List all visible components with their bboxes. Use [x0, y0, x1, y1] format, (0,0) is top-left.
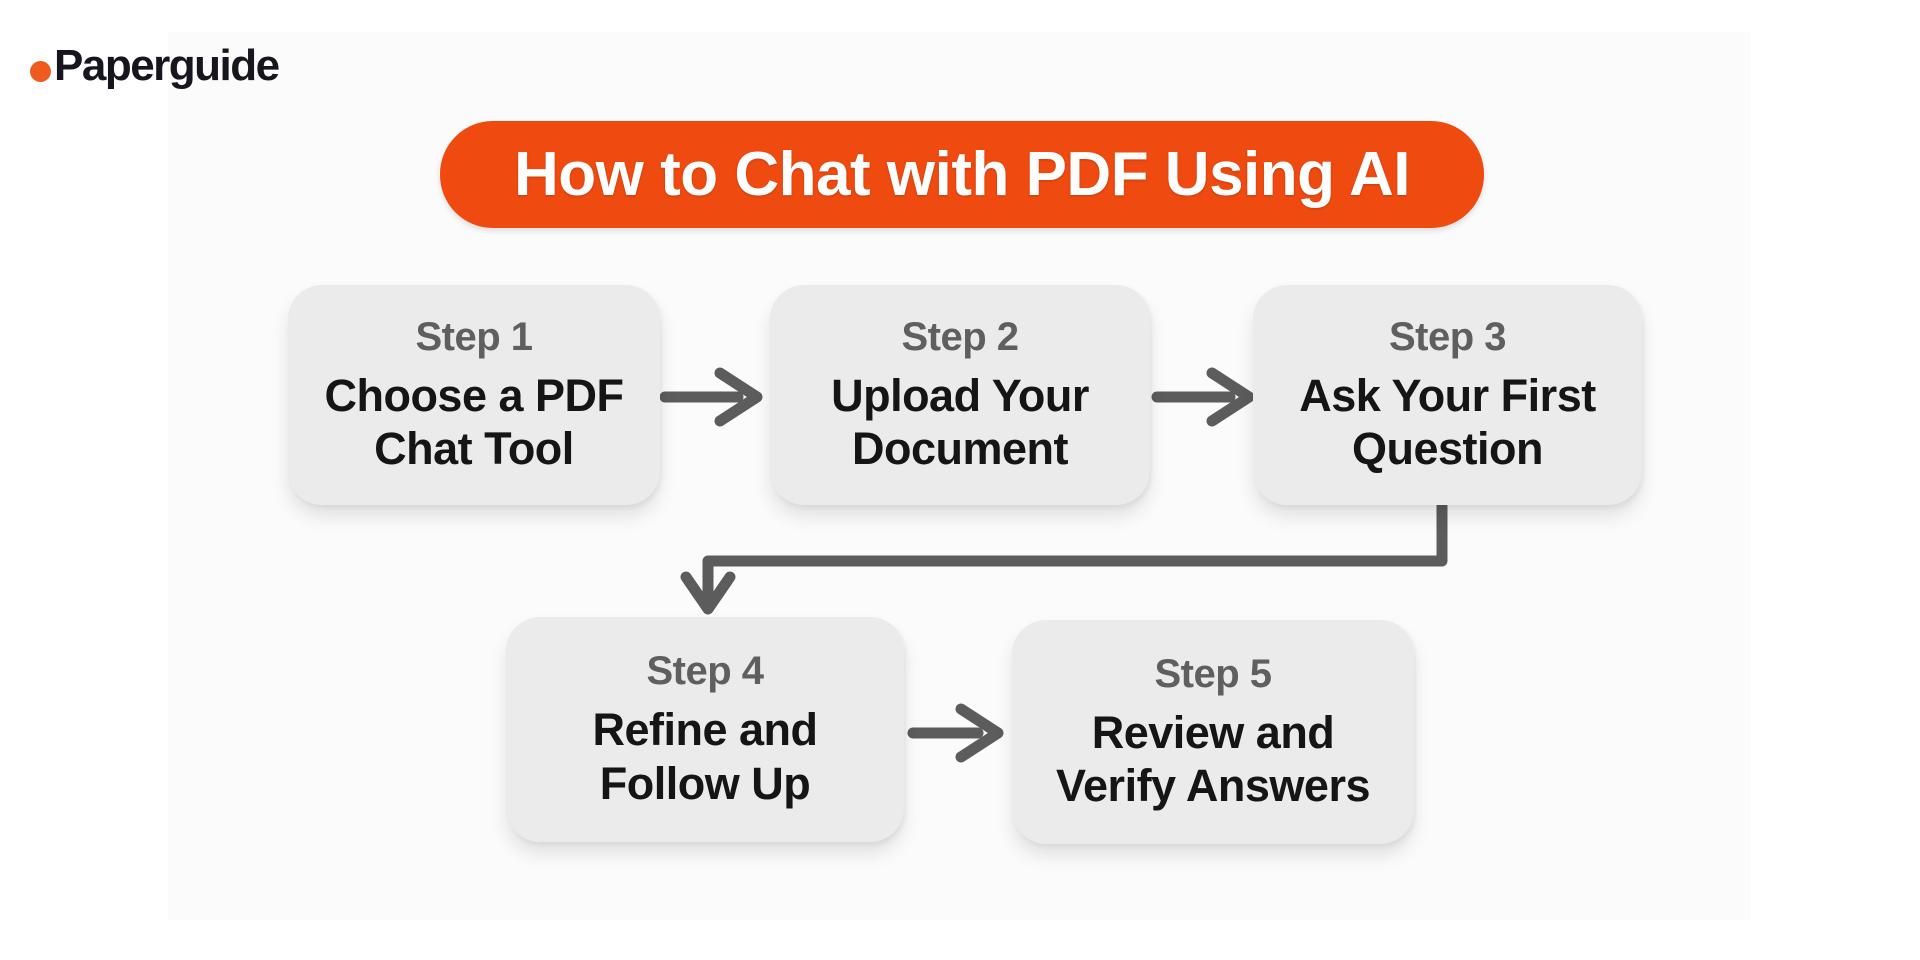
- step-1-text: Choose a PDF Chat Tool: [324, 369, 624, 474]
- page-title: How to Chat with PDF Using AI: [514, 140, 1410, 209]
- step-3-text: Ask Your First Question: [1299, 369, 1596, 474]
- step-box-5: Step 5 Review and Verify Answers: [1012, 620, 1414, 844]
- step-4-label: Step 4: [646, 649, 764, 694]
- title-banner: How to Chat with PDF Using AI: [440, 121, 1484, 228]
- logo-dot-icon: [30, 60, 51, 82]
- step-2-label: Step 2: [901, 314, 1019, 359]
- step-4-text: Refine and Follow Up: [592, 704, 818, 809]
- step-box-1: Step 1 Choose a PDF Chat Tool: [288, 285, 660, 505]
- logo-text: Paperguide: [54, 41, 280, 90]
- step-5-label: Step 5: [1154, 651, 1272, 696]
- step-box-3: Step 3 Ask Your First Question: [1253, 285, 1642, 505]
- step-3-label: Step 3: [1388, 314, 1507, 359]
- step-5-text: Review and Verify Answers: [1056, 706, 1371, 811]
- step-box-4: Step 4 Refine and Follow Up: [506, 617, 904, 842]
- step-2-text: Upload Your Document: [831, 369, 1089, 474]
- paperguide-logo: Paperguide: [30, 41, 280, 90]
- step-box-2: Step 2 Upload Your Document: [770, 285, 1150, 505]
- step-1-label: Step 1: [415, 314, 533, 359]
